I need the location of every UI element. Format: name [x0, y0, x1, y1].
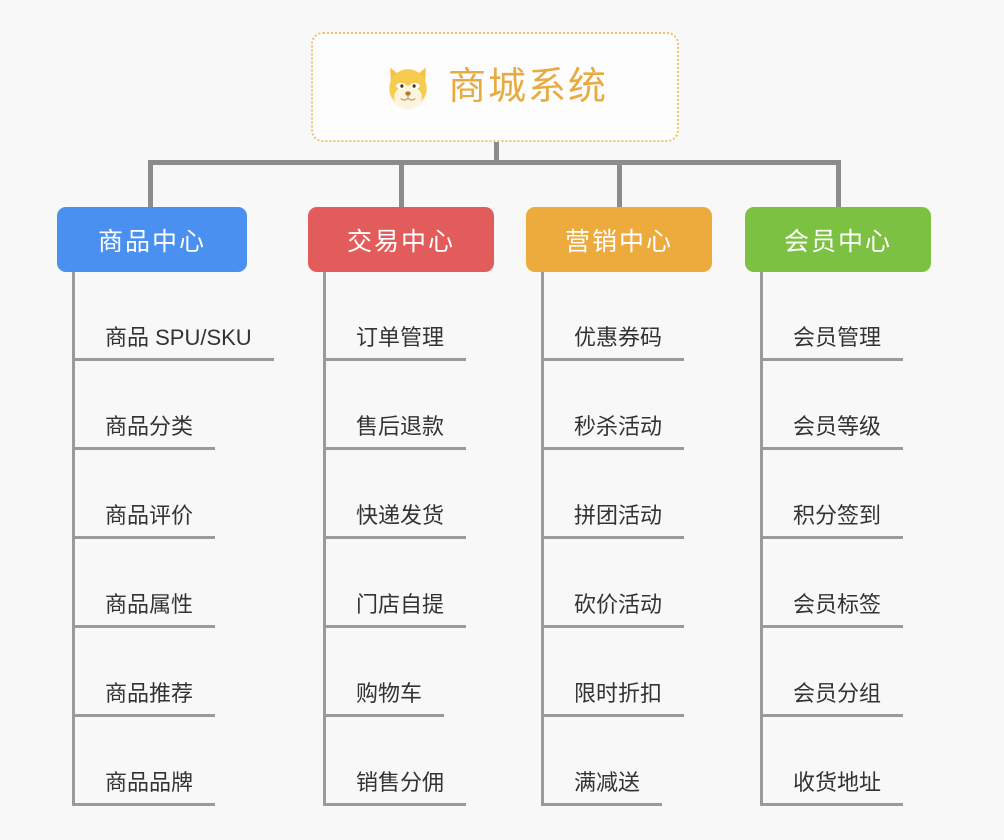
column-trade-center: 交易中心 订单管理 售后退款 快递发货 门店自提 购物车 销售分佣: [308, 207, 494, 806]
leaf-label: 秒杀活动: [541, 413, 685, 450]
category-label: 商品中心: [97, 227, 206, 256]
root-node[interactable]: 商城系统: [311, 32, 679, 142]
leaf-list-marketing-center: 优惠券码 秒杀活动 拼团活动 砍价活动 限时折扣 满减送: [526, 272, 712, 806]
leaf-item[interactable]: 收货地址: [745, 717, 931, 806]
column-marketing-center: 营销中心 优惠券码 秒杀活动 拼团活动 砍价活动 限时折扣 满减送: [526, 207, 712, 806]
category-header-trade-center[interactable]: 交易中心: [308, 207, 494, 272]
leaf-item[interactable]: 销售分佣: [308, 717, 494, 806]
leaf-item[interactable]: 会员管理: [745, 272, 931, 361]
leaf-label: 收货地址: [760, 769, 904, 806]
leaf-item[interactable]: 商品品牌: [57, 717, 247, 806]
leaf-label: 商品品牌: [72, 769, 216, 806]
leaf-label: 商品分类: [72, 413, 216, 450]
leaf-label: 门店自提: [323, 591, 467, 628]
leaf-item[interactable]: 秒杀活动: [526, 361, 712, 450]
connector-drop-member-center: [836, 160, 841, 208]
leaf-label: 会员等级: [760, 413, 904, 450]
root-title: 商城系统: [447, 66, 608, 108]
leaf-item[interactable]: 门店自提: [308, 539, 494, 628]
leaf-label: 销售分佣: [323, 769, 467, 806]
leaf-label: 拼团活动: [541, 502, 685, 539]
connector-drop-product-center: [148, 160, 153, 208]
connector-root-stem: [494, 142, 499, 164]
category-header-product-center[interactable]: 商品中心: [57, 207, 247, 272]
leaf-label: 会员标签: [760, 591, 904, 628]
leaf-spine: [760, 272, 763, 806]
leaf-item[interactable]: 限时折扣: [526, 628, 712, 717]
leaf-item[interactable]: 积分签到: [745, 450, 931, 539]
leaf-label: 商品推荐: [72, 680, 216, 717]
leaf-item[interactable]: 拼团活动: [526, 450, 712, 539]
leaf-item[interactable]: 订单管理: [308, 272, 494, 361]
leaf-label: 满减送: [541, 769, 663, 806]
leaf-label: 会员管理: [760, 324, 904, 361]
leaf-spine: [541, 272, 544, 806]
category-label: 营销中心: [564, 227, 673, 256]
column-product-center: 商品中心 商品 SPU/SKU 商品分类 商品评价 商品属性 商品推荐 商品品牌: [57, 207, 274, 806]
connector-drop-marketing-center: [617, 160, 622, 208]
shiba-dog-icon: [389, 67, 427, 110]
leaf-label: 售后退款: [323, 413, 467, 450]
leaf-label: 订单管理: [323, 324, 467, 361]
leaf-item[interactable]: 砍价活动: [526, 539, 712, 628]
leaf-item[interactable]: 商品属性: [57, 539, 247, 628]
leaf-label: 会员分组: [760, 680, 904, 717]
leaf-label: 购物车: [323, 680, 445, 717]
connector-horizontal-bus: [148, 160, 841, 165]
leaf-label: 商品属性: [72, 591, 216, 628]
leaf-item[interactable]: 售后退款: [308, 361, 494, 450]
leaf-label: 积分签到: [760, 502, 904, 539]
leaf-list-product-center: 商品 SPU/SKU 商品分类 商品评价 商品属性 商品推荐 商品品牌: [57, 272, 274, 806]
category-header-marketing-center[interactable]: 营销中心: [526, 207, 712, 272]
column-member-center: 会员中心 会员管理 会员等级 积分签到 会员标签 会员分组 收货地址: [745, 207, 931, 806]
category-label: 交易中心: [346, 227, 455, 256]
leaf-item[interactable]: 购物车: [308, 628, 494, 717]
leaf-item[interactable]: 满减送: [526, 717, 712, 806]
leaf-item[interactable]: 商品评价: [57, 450, 247, 539]
leaf-item[interactable]: 会员分组: [745, 628, 931, 717]
category-label: 会员中心: [783, 227, 892, 256]
leaf-item[interactable]: 会员等级: [745, 361, 931, 450]
leaf-label: 限时折扣: [541, 680, 685, 717]
leaf-label: 优惠券码: [541, 324, 685, 361]
leaf-label: 快递发货: [323, 502, 467, 539]
leaf-item[interactable]: 商品分类: [57, 361, 247, 450]
leaf-item[interactable]: 优惠券码: [526, 272, 712, 361]
leaf-spine: [323, 272, 326, 806]
leaf-item[interactable]: 快递发货: [308, 450, 494, 539]
leaf-label: 商品评价: [72, 502, 216, 539]
leaf-item[interactable]: 会员标签: [745, 539, 931, 628]
leaf-item[interactable]: 商品 SPU/SKU: [57, 272, 274, 361]
category-header-member-center[interactable]: 会员中心: [745, 207, 931, 272]
connector-drop-trade-center: [399, 160, 404, 208]
leaf-label: 商品 SPU/SKU: [72, 324, 274, 361]
leaf-list-trade-center: 订单管理 售后退款 快递发货 门店自提 购物车 销售分佣: [308, 272, 494, 806]
leaf-label: 砍价活动: [541, 591, 685, 628]
leaf-item[interactable]: 商品推荐: [57, 628, 247, 717]
leaf-spine: [72, 272, 75, 806]
leaf-list-member-center: 会员管理 会员等级 积分签到 会员标签 会员分组 收货地址: [745, 272, 931, 806]
